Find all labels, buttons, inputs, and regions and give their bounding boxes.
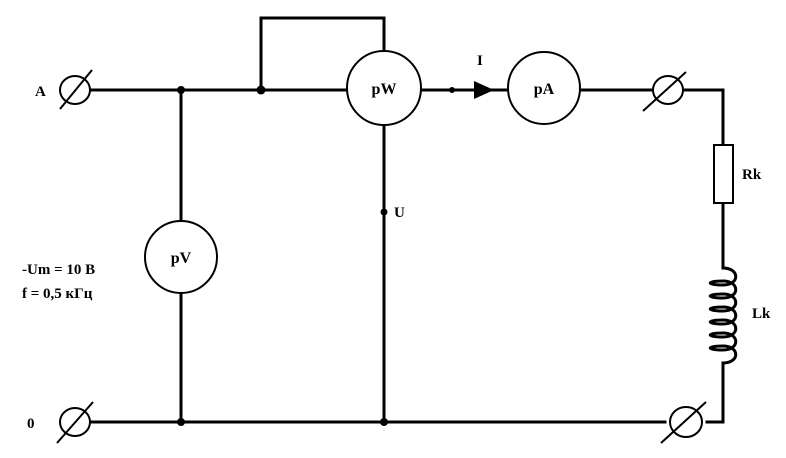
ammeter-label: pA xyxy=(534,81,555,98)
terminal-right-top xyxy=(642,71,687,112)
junction-dot xyxy=(380,418,388,426)
terminal-a-label: A xyxy=(35,84,46,100)
wire-wattmeter-loop xyxy=(259,16,386,92)
voltmeter-label: pV xyxy=(171,250,192,267)
source-frequency: f = 0,5 кГц xyxy=(22,286,93,302)
source-amplitude: -Um = 10 В xyxy=(22,262,95,278)
current-arrow-icon xyxy=(474,81,494,99)
terminal-right-bottom xyxy=(660,401,707,444)
current-label: I xyxy=(477,53,483,69)
junction-dot xyxy=(380,208,388,216)
wire-right-lower xyxy=(705,370,725,424)
voltmeter: pV xyxy=(144,220,218,294)
terminal-a xyxy=(59,69,93,110)
junction-dot xyxy=(256,85,266,95)
terminal-0-label: 0 xyxy=(27,416,35,432)
inductor-lk xyxy=(708,266,738,374)
ammeter: pA xyxy=(507,51,581,125)
junction-dot xyxy=(449,87,455,93)
junction-dot xyxy=(177,418,185,426)
terminal-0 xyxy=(56,401,94,444)
resistor-label: Rk xyxy=(742,167,762,183)
wattmeter: pW xyxy=(346,50,422,126)
inductor-label: Lk xyxy=(752,306,771,322)
wattmeter-label: pW xyxy=(372,81,397,98)
junction-dot xyxy=(177,86,185,94)
voltage-label: U xyxy=(394,205,405,221)
resistor-rk xyxy=(713,144,734,204)
